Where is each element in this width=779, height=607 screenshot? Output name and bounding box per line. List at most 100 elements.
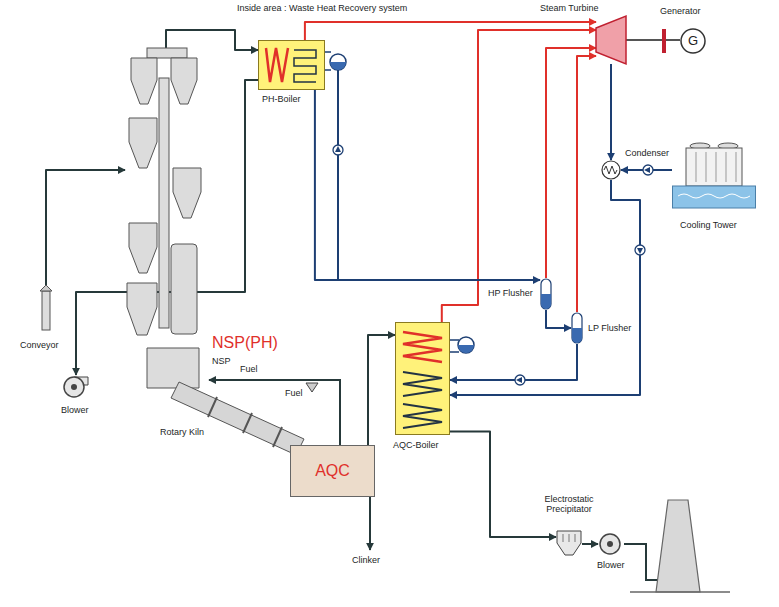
aqc-boiler: AQC-Boiler (395, 322, 450, 435)
electrostatic-precipitator-shape-part (557, 531, 581, 555)
equipment-label: Condenser (625, 148, 669, 158)
fuel-label: Fuel (240, 364, 258, 374)
preheater-tower-shape-part-part (147, 348, 199, 388)
ph-drum (325, 52, 346, 280)
preheater-tower-shape-part-part (171, 244, 197, 334)
condenser-shape (601, 160, 621, 180)
conveyor: Conveyor (40, 285, 52, 330)
preheater-tower: NSP(PH)NSP (125, 48, 207, 395)
equipment-label: PH-Boiler (262, 94, 301, 104)
hp-flusher-shape (540, 278, 552, 310)
stack-part (656, 500, 700, 592)
hp-flusher: HP Flusher (540, 278, 552, 310)
burner-symbol-part (306, 383, 318, 392)
equipment-label: Generator (660, 6, 701, 16)
preheater-tower-shape-part-part (173, 168, 201, 218)
generator-shaft-coupling (662, 29, 666, 53)
equipment-label: LP Flusher (588, 323, 631, 333)
generator-shaft-coupling-part (662, 29, 666, 53)
conveyor-shape (40, 285, 52, 330)
area-title: Inside area : Waste Heat Recovery system (237, 3, 407, 13)
blower-shape-part (64, 377, 84, 397)
pump-symbol-part (644, 167, 650, 173)
generator-symbol-letter: G (688, 34, 698, 49)
cooling-tower-shape-part (678, 194, 750, 198)
preheater-tower-shape-part-part (171, 58, 197, 104)
preheater-tower-shape (125, 48, 207, 395)
preheater-tower-shape-part-part (127, 283, 157, 335)
ph-drum-part (337, 70, 339, 280)
pipe-connector (46, 170, 125, 285)
pipe-connector (546, 48, 596, 278)
pipe-connector (626, 39, 680, 41)
equipment-label: HP Flusher (488, 288, 533, 298)
generator-shape-part (681, 29, 705, 53)
condenser-shape-part (602, 161, 620, 179)
product-label: Clinker (352, 555, 380, 565)
lp-flusher-shape-part (572, 313, 582, 343)
pump-symbol-part (635, 245, 645, 255)
aqc-drum (450, 337, 474, 353)
clinker-arrow-part (369, 497, 371, 550)
clinker-cooler-shape-part (291, 446, 375, 497)
electrostatic-precipitator-shape (556, 530, 582, 558)
electrostatic-precipitator: Electrostatic Precipitator (556, 530, 582, 558)
cooling-tower: Cooling Tower (672, 140, 756, 216)
burner-symbol (306, 383, 318, 392)
equipment-label: Conveyor (20, 340, 59, 350)
condenser-shape-part (604, 166, 617, 174)
aqc-boiler-shape-part (403, 404, 442, 428)
pump-symbol-part (637, 248, 643, 254)
pump-symbol (333, 145, 653, 385)
preheater-tower-shape-part (127, 48, 201, 388)
rotary-kiln-shape-part (208, 397, 282, 447)
equipment-label: Blower (597, 560, 625, 570)
steam-turbine-shape-part (596, 16, 626, 64)
clinker-arrow (370, 497, 371, 550)
hp-flusher-shape-part (541, 279, 551, 309)
hp-flusher-shape-part (541, 294, 551, 309)
aqc-drum-part (458, 345, 474, 353)
ph-boiler: PH-Boiler (258, 40, 325, 90)
preheater-tower-shape-part-part (131, 58, 157, 104)
conveyor-shape-part (40, 285, 52, 291)
rotary-kiln-shape-part (171, 382, 304, 455)
pump-symbol-part (643, 165, 653, 175)
recovery-area-shape-part (205, 0, 779, 460)
equipment-label: Electrostatic Precipitator (533, 494, 605, 515)
ph-boiler-shape-part (266, 48, 288, 82)
ph-drum-part (330, 54, 346, 70)
pipe-connector (610, 64, 612, 160)
equipment-label: Steam Turbine (540, 3, 599, 13)
cooling-tower-shape-part (696, 152, 736, 182)
steam-turbine-shape (596, 16, 626, 64)
ph-boiler-shape-part (294, 50, 316, 82)
blower-shape-part (600, 534, 620, 554)
equipment-label: Cooling Tower (680, 220, 737, 230)
pipe-connector (315, 90, 540, 280)
cooling-tower-shape-part (673, 186, 756, 208)
blower-shape (598, 532, 624, 556)
condenser: Condenser (601, 160, 621, 180)
clinker-cooler: AQC (290, 445, 375, 497)
blower-shape-part (607, 541, 613, 547)
pipe-connector (450, 344, 577, 380)
section-title: AQC (315, 462, 350, 480)
pipe-connector (450, 432, 556, 537)
rotary-kiln: Rotary Kiln (165, 385, 305, 455)
pump-symbol-part (333, 145, 343, 155)
stack-part (624, 544, 658, 580)
aqc-boiler-shape-part (403, 372, 442, 396)
equipment-label: NSP (212, 356, 231, 366)
steam-turbine: Steam Turbine (596, 16, 626, 64)
fuel-label: Fuel (285, 388, 303, 398)
lp-flusher: LP Flusher (571, 312, 583, 344)
lp-flusher-shape (571, 312, 583, 344)
pipe-connector (582, 543, 598, 545)
equipment-label: Blower (61, 405, 89, 415)
electrostatic-precipitator-shape-part (563, 534, 575, 542)
pipe-connector (368, 335, 395, 445)
